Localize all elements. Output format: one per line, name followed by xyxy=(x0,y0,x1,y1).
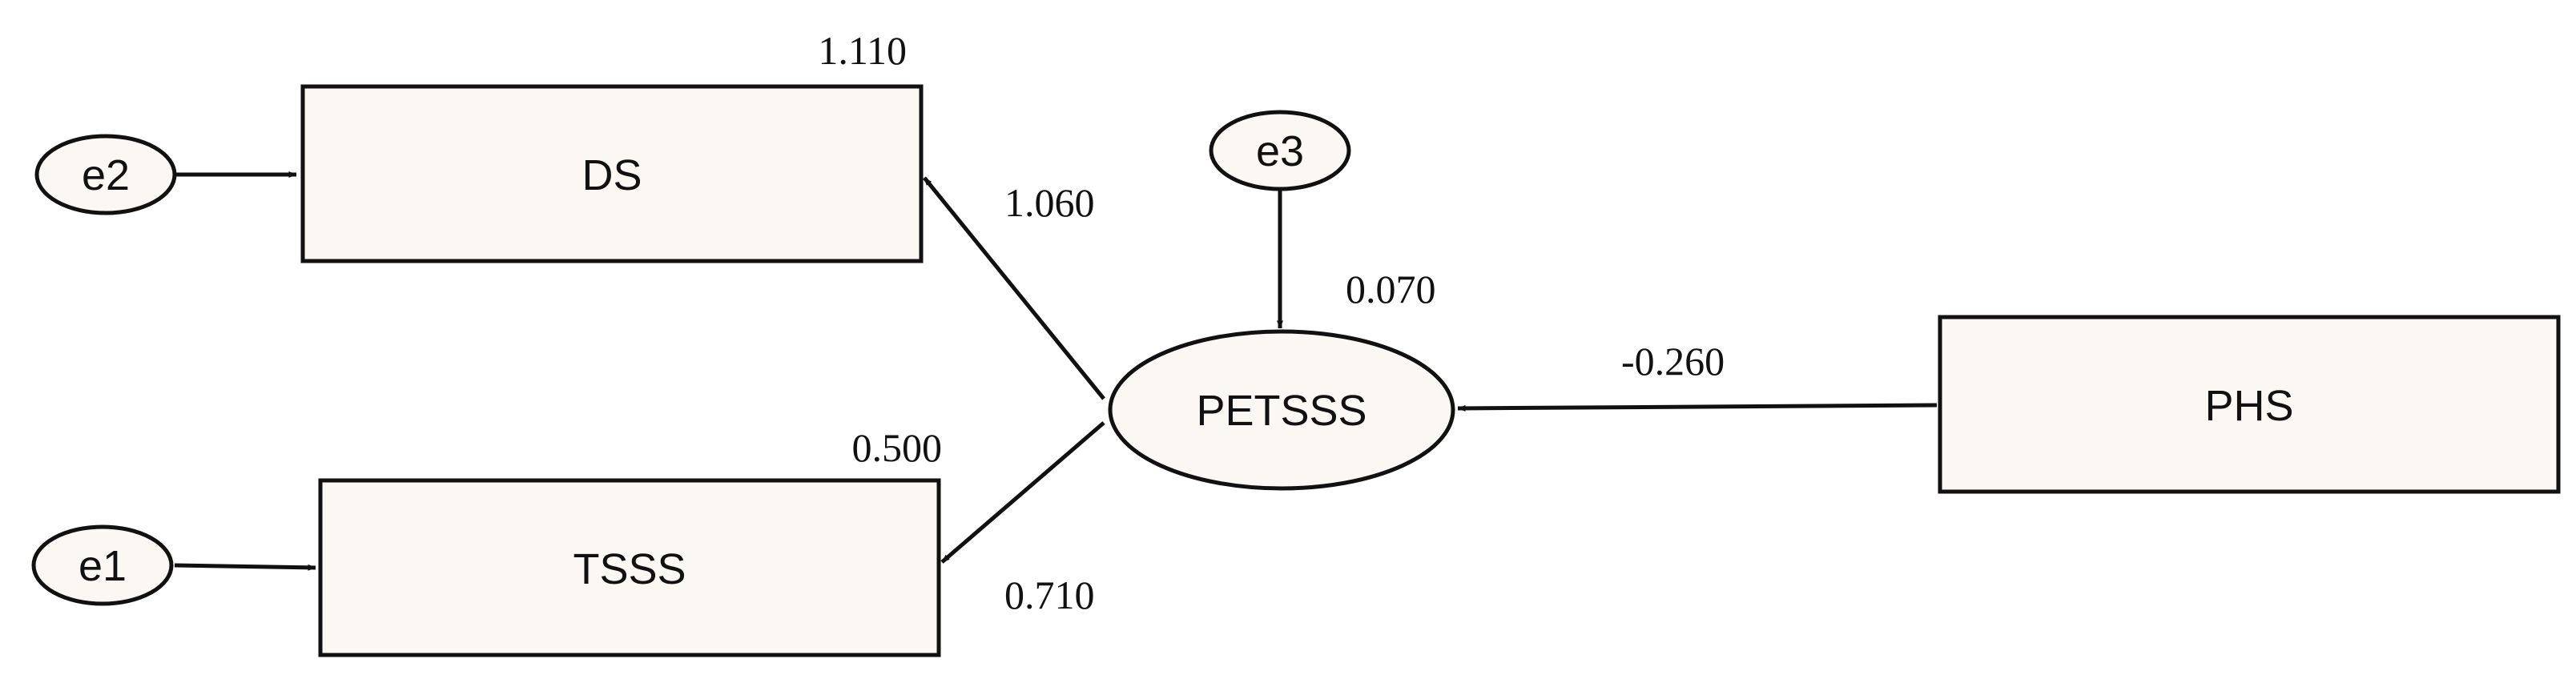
node-phs: PHS xyxy=(1938,315,2561,494)
edges xyxy=(174,171,1938,571)
e3-label: e3 xyxy=(1256,127,1304,175)
phs-label: PHS xyxy=(2204,382,2293,430)
e1-ellipse xyxy=(31,524,174,606)
ds-label: DS xyxy=(582,151,642,199)
coef-petsss-tsss: 0.710 xyxy=(1004,573,1095,617)
tsss-label: TSSS xyxy=(573,545,686,593)
node-ds: DS xyxy=(300,84,924,263)
e2-ellipse xyxy=(34,134,177,215)
e1-label: e1 xyxy=(78,542,127,590)
ds-variance-label: 1.110 xyxy=(818,28,907,73)
coef-phs-petsss: -0.260 xyxy=(1621,339,1725,384)
petsss-label: PETSSS xyxy=(1196,387,1366,435)
path-e1-to-tsss xyxy=(174,563,316,571)
tsss-variance-label: 0.500 xyxy=(852,425,943,470)
coef-petsss-ds: 1.060 xyxy=(1004,180,1095,225)
node-tsss: TSSS xyxy=(318,478,941,657)
node-petsss: PETSSS xyxy=(1108,329,1455,491)
node-e2: e2 xyxy=(34,134,177,215)
petsss-ellipse xyxy=(1108,329,1455,491)
ds-box xyxy=(300,84,924,263)
path-petsss-to-ds xyxy=(923,176,1105,400)
node-e1: e1 xyxy=(31,524,174,606)
e3-ellipse xyxy=(1209,110,1351,191)
petsss-variance-label: 0.070 xyxy=(1346,267,1436,311)
path-petsss-to-tsss xyxy=(940,421,1105,564)
phs-box xyxy=(1938,315,2561,494)
e2-label: e2 xyxy=(82,151,130,199)
path-phs-to-petsss xyxy=(1457,403,1938,412)
node-e3: e3 xyxy=(1209,110,1351,191)
tsss-box xyxy=(318,478,941,657)
